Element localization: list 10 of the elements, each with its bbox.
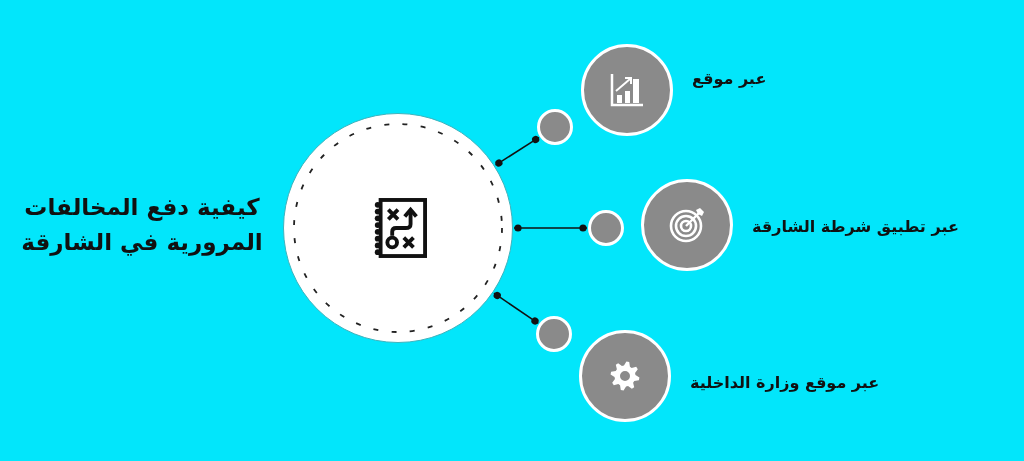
connector-line <box>494 135 540 167</box>
step-label: عبر موقع <box>692 68 767 90</box>
connector-line <box>493 291 540 325</box>
small-circle <box>588 210 624 246</box>
connector-line <box>513 224 588 232</box>
diagram-title: كيفية دفع المخالفات المرورية في الشارقة <box>20 193 264 258</box>
small-circle <box>536 316 572 352</box>
step-label: عبر تطبيق شرطة الشارقة <box>752 216 959 238</box>
small-circle <box>537 109 573 145</box>
step-label: عبر موقع وزارة الداخلية <box>690 372 880 394</box>
